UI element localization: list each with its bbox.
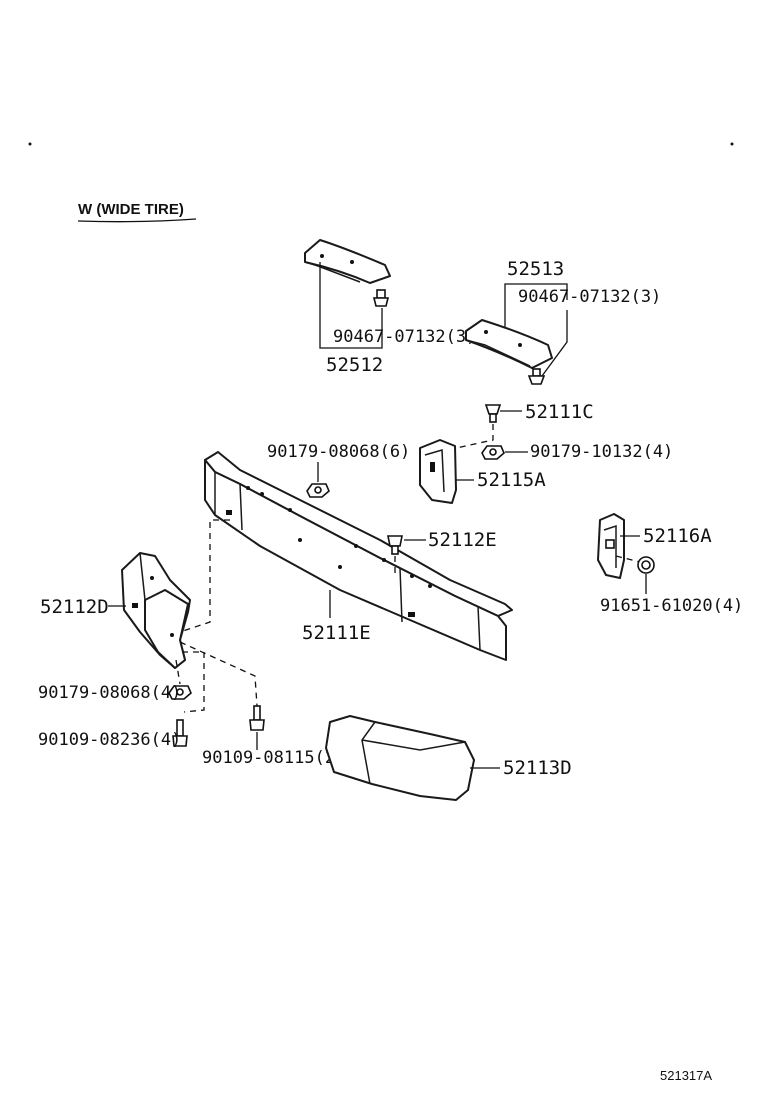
corner-dot-left <box>28 142 32 146</box>
part-52116a-bracket <box>597 513 625 579</box>
label-52115a: 52115A <box>477 469 546 491</box>
label-90467-07132-left: 90467-07132(3) <box>333 327 476 347</box>
dash-52111c-to-nut <box>437 424 494 453</box>
nut-90179-08068-4 <box>168 685 192 700</box>
bolt-90109-08236 <box>172 719 188 747</box>
clip-52112e <box>387 535 403 555</box>
label-52116a: 52116A <box>643 525 712 547</box>
label-90179-10132: 90179-10132(4) <box>530 442 673 462</box>
part-52113d-cover <box>325 715 475 801</box>
label-52112e: 52112E <box>428 529 497 551</box>
clip-52111c <box>484 404 502 423</box>
label-52111c: 52111C <box>525 401 594 423</box>
part-52112d-endcap <box>121 552 191 669</box>
label-52113d: 52113D <box>503 757 572 779</box>
dash-52116a-to-nut <box>615 555 641 563</box>
part-52115a-bracket <box>419 439 457 504</box>
bolt-90467-left <box>372 289 390 307</box>
nut-90179-08068-6 <box>306 483 330 498</box>
diagram-header: W (WIDE TIRE) <box>78 201 184 218</box>
leader-52512-bracket <box>319 262 383 349</box>
figure-id: 521317A <box>660 1068 712 1083</box>
label-52112d: 52112D <box>40 596 109 618</box>
nut-91651-61020 <box>637 556 655 574</box>
nut-90179-10132 <box>481 445 505 460</box>
label-90109-08115: 90109-08115(2) <box>202 748 345 768</box>
header-underline <box>77 218 197 223</box>
label-91651-61020: 91651-61020(4) <box>600 596 743 616</box>
label-90109-08236: 90109-08236(4) <box>38 730 181 750</box>
label-90467-07132-right: 90467-07132(3) <box>518 287 661 307</box>
part-52111e-bumper <box>204 451 513 661</box>
corner-dot-right <box>730 142 734 146</box>
label-52513: 52513 <box>507 258 564 280</box>
leader-52513-bracket <box>504 283 568 332</box>
leader-90467-right <box>541 310 568 377</box>
dash-assembly-3 <box>182 651 205 713</box>
label-90179-08068-4: 90179-08068(4) <box>38 683 181 703</box>
bolt-90109-08115 <box>249 705 265 731</box>
part-52513-plate <box>465 319 553 369</box>
label-52512: 52512 <box>326 354 383 376</box>
dash-assembly-4 <box>175 659 181 685</box>
part-52512-plate <box>304 239 391 284</box>
bolt-90467-right <box>527 368 546 385</box>
dash-assembly-1 <box>179 519 230 633</box>
dash-assembly-2 <box>179 641 258 707</box>
label-52111e: 52111E <box>302 622 371 644</box>
label-90179-08068-6: 90179-08068(6) <box>267 442 410 462</box>
